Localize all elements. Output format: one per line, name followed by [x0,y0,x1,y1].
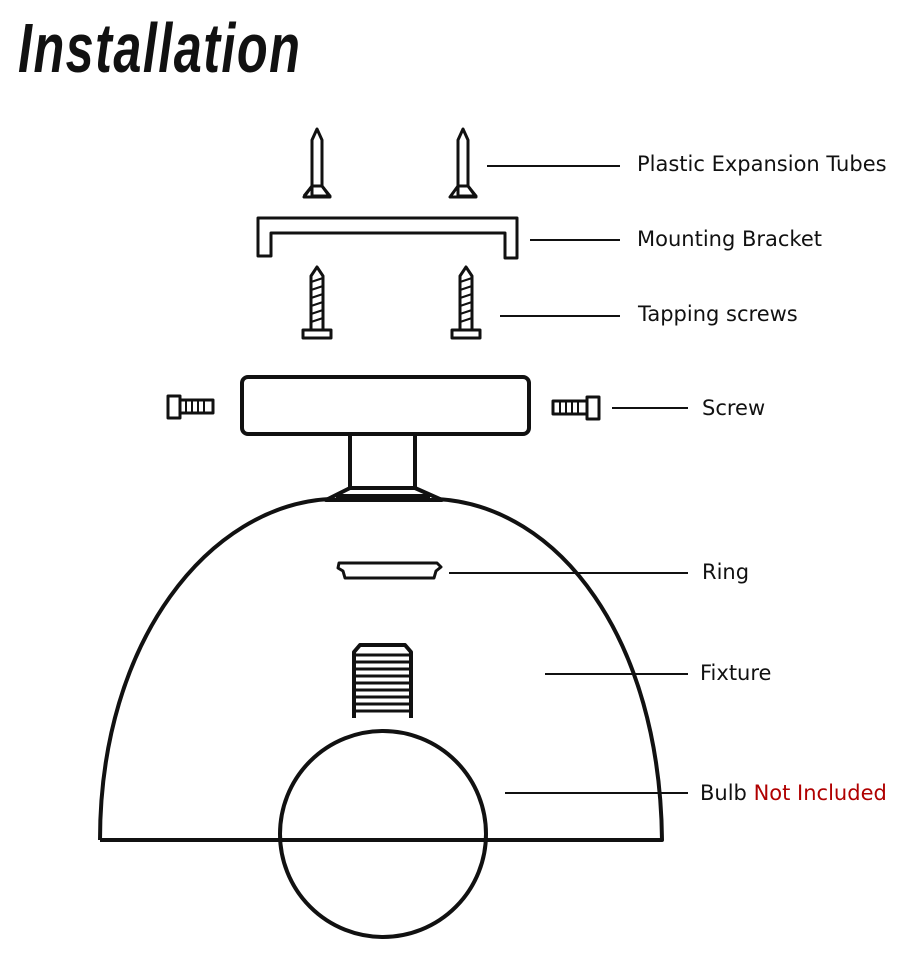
side-screw-left [166,394,215,420]
label-not-included: Not Included [753,781,887,805]
ring [336,561,443,580]
page-title: Installation [18,9,302,87]
expansion-tube-left [302,127,332,199]
fixture-dome [98,497,664,842]
label-bulb-text: Bulb [700,781,747,805]
label-fixture: Fixture [700,661,772,685]
label-mounting-bracket: Mounting Bracket [637,227,822,251]
canopy [240,375,531,436]
side-screw-right [551,395,601,421]
label-ring: Ring [702,560,750,584]
label-bulb: Bulb Not Included [700,783,887,804]
label-plastic-expansion-tubes: Plastic Expansion Tubes [637,152,887,176]
tapping-screw-left [301,265,333,340]
stem [324,434,444,502]
expansion-tube-right [448,127,478,199]
leader-lines [449,165,688,794]
bulb-socket [352,643,413,718]
tapping-screw-right [450,265,482,340]
label-screw: Screw [702,396,766,420]
label-tapping-screws: Tapping screws [638,302,798,326]
bulb [278,729,488,939]
mounting-bracket [256,216,519,260]
